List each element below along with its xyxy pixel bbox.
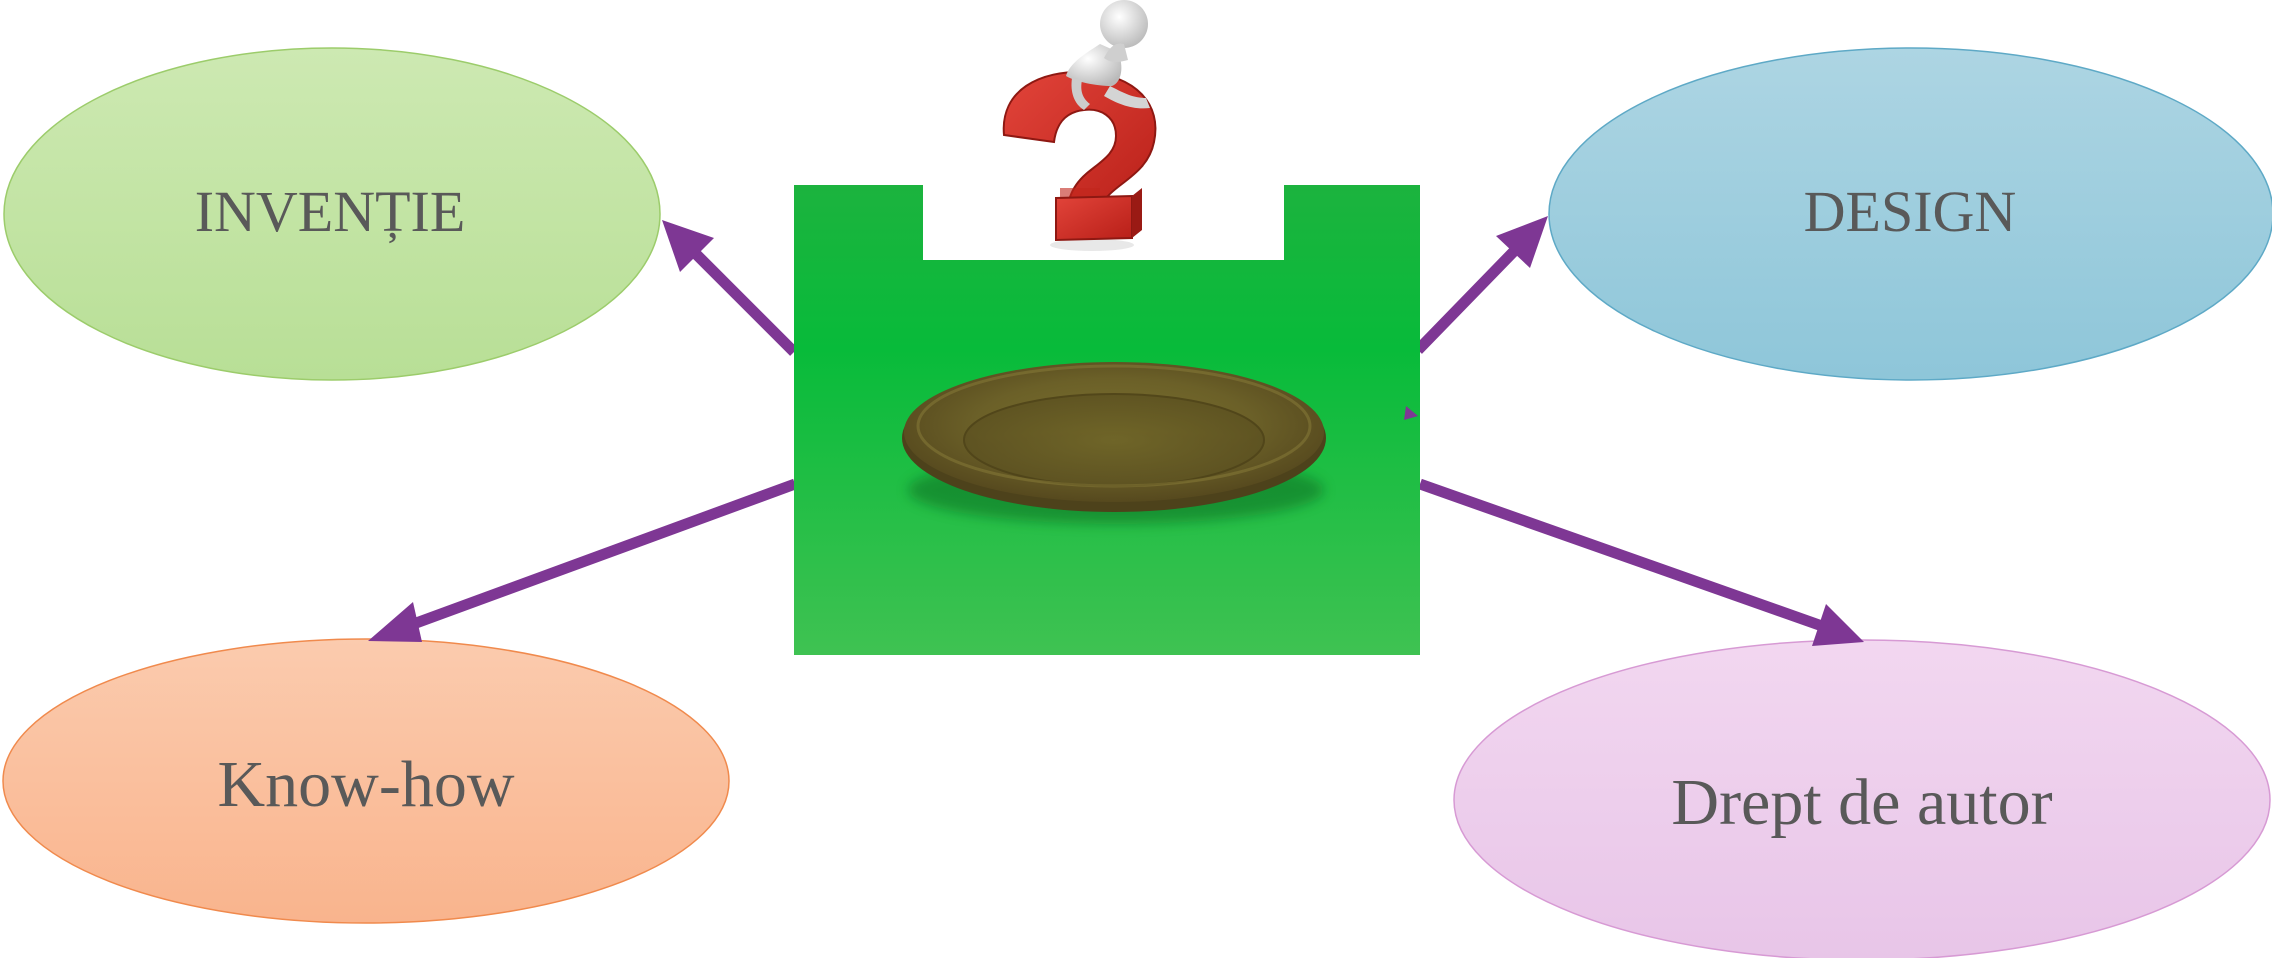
arrow-to-design <box>1414 216 1548 354</box>
thinking-figure-on-question-mark-icon <box>1002 0 1157 251</box>
node-know-how-label: Know-how <box>218 748 515 821</box>
center-image <box>794 0 1420 655</box>
node-know-how-shape <box>2 638 730 924</box>
node-drept-de-autor: Drept de autor <box>1453 639 2271 958</box>
arrow-to-inventie <box>662 220 798 356</box>
node-drept-de-autor-label: Drept de autor <box>1671 766 2052 839</box>
arrow-to-know-how <box>368 478 797 642</box>
arrow-fragment <box>1404 406 1418 420</box>
fibre-plate <box>902 362 1326 512</box>
arrow-to-drept-de-autor <box>1418 478 1864 646</box>
node-design-label: DESIGN <box>1804 179 2017 244</box>
node-inventie-shape <box>3 47 661 381</box>
node-design-shape <box>1548 47 2272 381</box>
node-know-how: Know-how <box>2 638 730 924</box>
node-inventie-label: INVENȚIE <box>195 179 466 244</box>
arrows <box>368 216 1864 646</box>
node-inventie: INVENȚIE <box>3 47 661 381</box>
node-design: DESIGN <box>1548 47 2272 381</box>
